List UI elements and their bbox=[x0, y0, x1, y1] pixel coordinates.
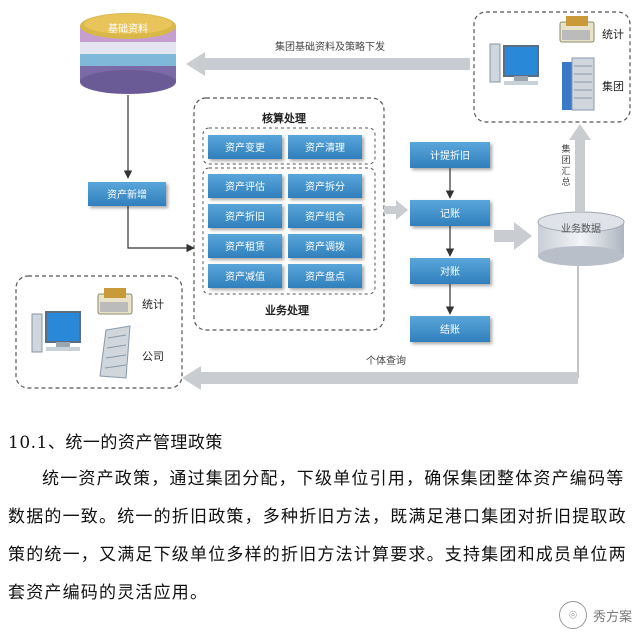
arrow-top-label: 集团基础资料及策略下发 bbox=[275, 40, 385, 53]
flow-to-bizdata-arrow bbox=[494, 222, 532, 250]
business-btn-1: 资产拆分 bbox=[305, 180, 345, 193]
accounting-group-box bbox=[202, 127, 376, 165]
group-summary-arrow bbox=[569, 124, 591, 212]
group-summary-char: 团 bbox=[561, 155, 570, 166]
accounting-btn-0-box[interactable] bbox=[208, 135, 282, 159]
processing-to-flow-arrow bbox=[384, 200, 408, 220]
db-top-label: 基础资料 bbox=[108, 22, 148, 35]
flow-step-3-box[interactable] bbox=[410, 316, 490, 342]
asset-management-flow-diagram: 基础资料 集团基础资料及策略下发 统计 集团 资产新增 核算处理 资产变更 资产… bbox=[15, 11, 631, 390]
section-heading: 10.1、统一的资产管理政策 bbox=[8, 433, 223, 453]
business-btn-7: 资产盘点 bbox=[305, 270, 345, 283]
flow-step-0-box[interactable] bbox=[410, 142, 490, 168]
accounting-btn-1: 资产清理 bbox=[305, 141, 345, 154]
top-right-stat-label: 统计 bbox=[602, 28, 624, 41]
computer-icon bbox=[489, 43, 539, 85]
accounting-title: 核算处理 bbox=[262, 111, 306, 125]
business-btn-5-box[interactable] bbox=[288, 234, 362, 258]
business-data-database-icon bbox=[537, 211, 625, 266]
flow-step-0: 计提折旧 bbox=[430, 149, 470, 162]
flow-step-1-box[interactable] bbox=[410, 200, 490, 226]
asset-add-box[interactable] bbox=[88, 182, 166, 206]
accounting-btn-1-box[interactable] bbox=[288, 135, 362, 159]
watermark: ⌾ 秀方案 bbox=[558, 598, 632, 632]
business-btn-1-box[interactable] bbox=[288, 174, 362, 198]
business-btn-0: 资产评估 bbox=[225, 180, 265, 193]
basic-data-database-icon bbox=[80, 13, 176, 94]
calculator-icon bbox=[559, 16, 595, 43]
bottom-left-company-label: 公司 bbox=[142, 350, 164, 363]
top-right-group-label: 集团 bbox=[602, 79, 624, 93]
paragraph-text: 统一资产政策，通过集团分配，下级单位引用，确保集团整体资产编码等数据的一致。统一… bbox=[8, 469, 627, 603]
flow-step-3: 结账 bbox=[440, 323, 460, 336]
flow-step-2-box[interactable] bbox=[410, 258, 490, 284]
business-group-box bbox=[202, 167, 376, 295]
group-summary-char: 汇 bbox=[561, 166, 570, 177]
section-paragraph: 统一资产政策，通过集团分配，下级单位引用，确保集团整体资产编码等数据的一致。统一… bbox=[8, 460, 628, 612]
individual-query-label: 个体查询 bbox=[366, 354, 406, 367]
biz-data-label: 业务数据 bbox=[561, 222, 601, 235]
calculator-icon bbox=[97, 288, 133, 315]
business-btn-2-box[interactable] bbox=[208, 204, 282, 228]
accounting-btn-0: 资产变更 bbox=[225, 141, 265, 154]
asset-add-label: 资产新增 bbox=[107, 188, 147, 201]
office-building-icon bbox=[562, 57, 595, 111]
flow-step-1: 记账 bbox=[440, 208, 460, 220]
business-btn-3: 资产组合 bbox=[305, 210, 345, 223]
top-wide-arrow bbox=[186, 52, 470, 76]
top-right-group-box bbox=[473, 11, 631, 123]
office-building-icon bbox=[99, 325, 131, 379]
business-btn-4-box[interactable] bbox=[208, 234, 282, 258]
business-btn-6: 资产减值 bbox=[225, 270, 265, 283]
business-btn-2: 资产折旧 bbox=[225, 210, 265, 223]
business-btn-3-box[interactable] bbox=[288, 204, 362, 228]
wechat-logo-icon: ⌾ bbox=[558, 601, 587, 629]
watermark-text: 秀方案 bbox=[592, 609, 632, 625]
business-btn-6-box[interactable] bbox=[208, 264, 282, 288]
bottom-wide-arrow bbox=[182, 366, 578, 390]
group-summary-char: 总 bbox=[561, 176, 570, 188]
business-btn-4: 资产租赁 bbox=[225, 240, 265, 253]
group-summary-char: 集 bbox=[561, 143, 570, 155]
business-title: 业务处理 bbox=[265, 303, 309, 317]
business-btn-5: 资产调拨 bbox=[305, 240, 345, 253]
computer-icon bbox=[31, 311, 81, 353]
business-btn-7-box[interactable] bbox=[288, 264, 362, 288]
bottom-left-group-box bbox=[15, 275, 183, 389]
bottom-left-stat-label: 统计 bbox=[142, 298, 164, 311]
flow-step-2: 对账 bbox=[440, 265, 460, 278]
asset-add-to-processing-line bbox=[127, 206, 195, 253]
business-btn-0-box[interactable] bbox=[208, 174, 282, 198]
